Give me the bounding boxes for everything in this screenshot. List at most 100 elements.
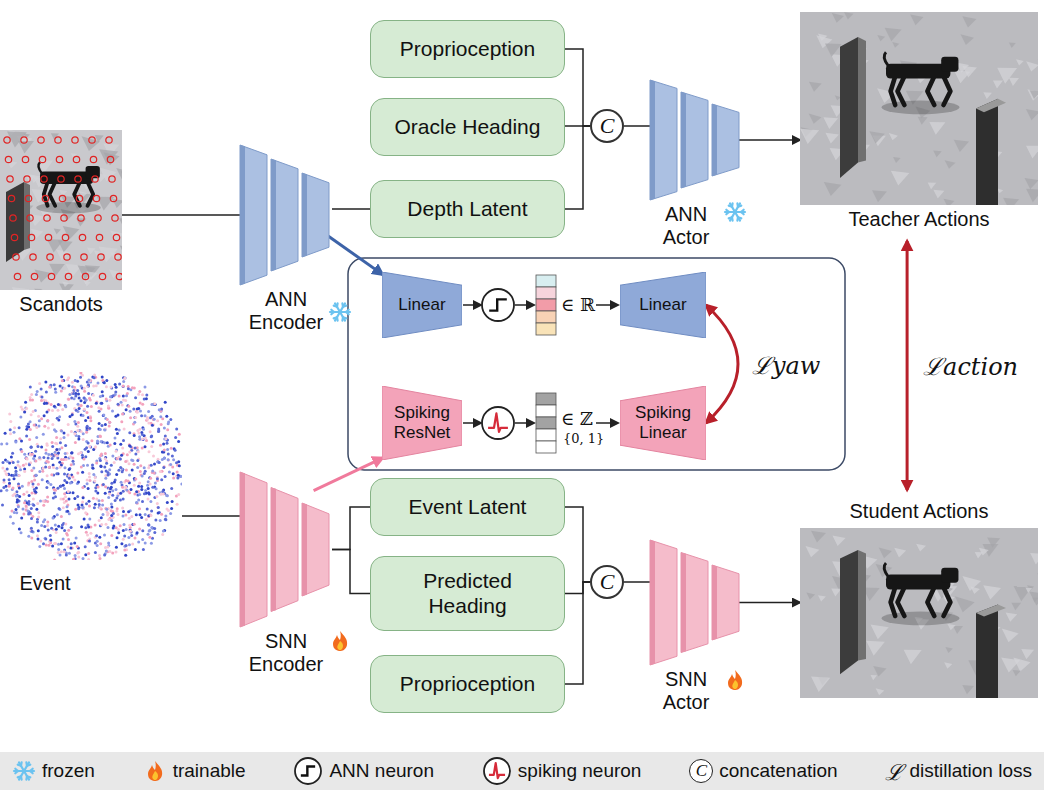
event-dot <box>148 529 151 532</box>
event-dot <box>48 466 51 469</box>
event-dot <box>174 449 177 452</box>
event-dot <box>30 446 33 449</box>
event-dot <box>42 456 45 459</box>
scandot <box>42 195 48 201</box>
event-dot <box>30 517 33 520</box>
linear-layer: Linear <box>620 272 706 338</box>
event-dot <box>95 534 98 537</box>
event-dot <box>164 475 167 478</box>
scandot <box>76 195 82 201</box>
terrain-patch <box>823 117 838 129</box>
event-dot <box>23 410 26 413</box>
spike-vector-cell <box>536 405 556 417</box>
event-dot <box>136 531 139 534</box>
event-dot <box>51 441 54 444</box>
event-dot <box>85 502 88 505</box>
event-dot <box>31 530 34 533</box>
event-dot <box>139 464 142 467</box>
terrain-patch <box>893 157 901 163</box>
event-dot <box>167 458 170 461</box>
robot-leg <box>88 182 94 206</box>
event-dot <box>59 441 62 444</box>
event-dot <box>82 557 85 560</box>
event-dot <box>122 538 125 541</box>
event-dot <box>1 466 4 469</box>
event-dot <box>30 507 33 510</box>
scandot <box>112 215 118 221</box>
event-dot <box>17 464 20 467</box>
event-dot <box>94 551 97 554</box>
terrain-patch <box>835 95 841 100</box>
wall-left <box>840 550 858 674</box>
event-dot <box>104 485 107 488</box>
legend-loss-symbol: ℒ <box>885 756 903 786</box>
event-dot <box>42 500 45 503</box>
event-dot <box>94 524 97 527</box>
event-dot <box>123 535 126 538</box>
node-label: C <box>596 113 619 138</box>
scandot <box>82 273 88 279</box>
event-dot <box>60 429 63 432</box>
snowflake-icon <box>330 303 350 320</box>
terrain-patch <box>832 13 844 23</box>
event-dot <box>15 470 18 473</box>
event-dot <box>49 539 52 542</box>
event-dot <box>73 497 76 500</box>
event-dot <box>95 461 98 464</box>
event-dot <box>99 454 102 457</box>
event-dot <box>92 473 95 476</box>
event-dot <box>51 409 54 412</box>
event-dot <box>22 493 25 496</box>
event-dot <box>94 445 97 448</box>
event-dot <box>136 411 139 414</box>
event-dot <box>115 386 118 389</box>
terrain-patch <box>1038 97 1039 108</box>
event-dot <box>68 512 71 515</box>
event-dot <box>46 496 49 499</box>
layer-edge <box>650 540 655 665</box>
event-dot <box>59 485 62 488</box>
feature-box: Oracle Heading <box>370 98 565 156</box>
flame-inner <box>732 680 738 689</box>
event-dot <box>104 457 107 460</box>
event-dot <box>25 462 28 465</box>
event-dot <box>102 413 105 416</box>
concat-circle: C <box>590 109 624 143</box>
event-dot <box>101 376 104 379</box>
event-dot <box>77 551 80 554</box>
scandot <box>25 195 31 201</box>
legend-text: spiking neuron <box>518 760 642 782</box>
terrain-patch <box>58 240 73 252</box>
event-dot <box>78 397 81 400</box>
event-dot <box>127 387 130 390</box>
event-dot <box>67 545 70 548</box>
robot-leg <box>891 76 896 105</box>
event-dot <box>53 428 56 431</box>
event-dot <box>105 379 108 382</box>
event-dot <box>89 532 92 535</box>
neuron-circle <box>484 758 510 784</box>
event-dot <box>48 385 51 388</box>
event-dot <box>23 501 26 504</box>
event-dot <box>8 478 11 481</box>
event-dot <box>80 525 83 528</box>
event-dot <box>73 386 76 389</box>
event-dot <box>45 391 48 394</box>
event-dot <box>70 526 73 529</box>
event-dot <box>122 497 125 500</box>
snowflake-branch <box>331 312 334 314</box>
neuron-circle <box>295 758 321 784</box>
event-dot <box>98 554 101 557</box>
event-dot <box>160 513 163 516</box>
event-dot <box>93 506 96 509</box>
terrain-patch <box>806 593 815 600</box>
robot-leg <box>898 76 905 105</box>
event-dot <box>25 407 28 410</box>
event-dot <box>60 389 63 392</box>
event-dot <box>122 515 125 518</box>
event-dot <box>5 489 8 492</box>
event-dot <box>47 544 50 547</box>
event-dot <box>22 507 25 510</box>
event-dot <box>110 386 113 389</box>
event-dot <box>84 553 87 556</box>
